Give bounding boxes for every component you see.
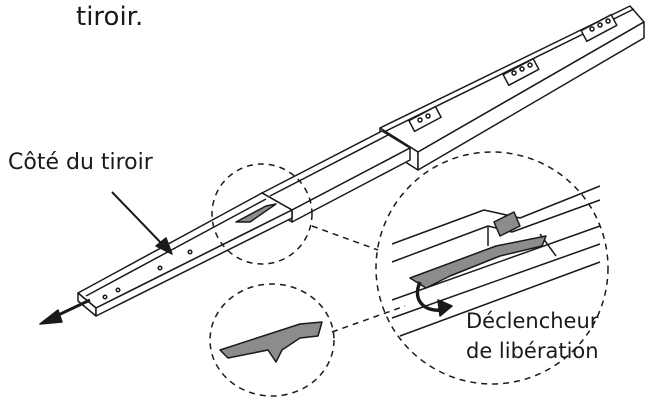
detail-circle-large bbox=[375, 151, 609, 385]
isolated-trigger-part bbox=[219, 321, 323, 363]
drawer-side-pointer bbox=[111, 191, 173, 255]
drawer-side-label: Côté du tiroir bbox=[8, 150, 153, 175]
arrow-left-icon bbox=[39, 298, 91, 325]
enlarged-trigger bbox=[409, 235, 547, 289]
curved-arrow-icon bbox=[415, 281, 453, 317]
rail-holes bbox=[408, 13, 618, 133]
outer-rail bbox=[379, 5, 645, 171]
top-caption: tiroir. bbox=[76, 2, 144, 32]
release-trigger-label: Déclencheur de libération bbox=[466, 306, 599, 366]
release-trigger-label-line1: Déclencheur bbox=[466, 309, 599, 333]
enlarged-rail-detail bbox=[391, 185, 601, 337]
rail-trigger bbox=[235, 203, 277, 223]
release-trigger-label-line2: de libération bbox=[466, 339, 599, 363]
detail-circle-trigger bbox=[209, 283, 335, 397]
detail-circle-small bbox=[211, 163, 313, 265]
